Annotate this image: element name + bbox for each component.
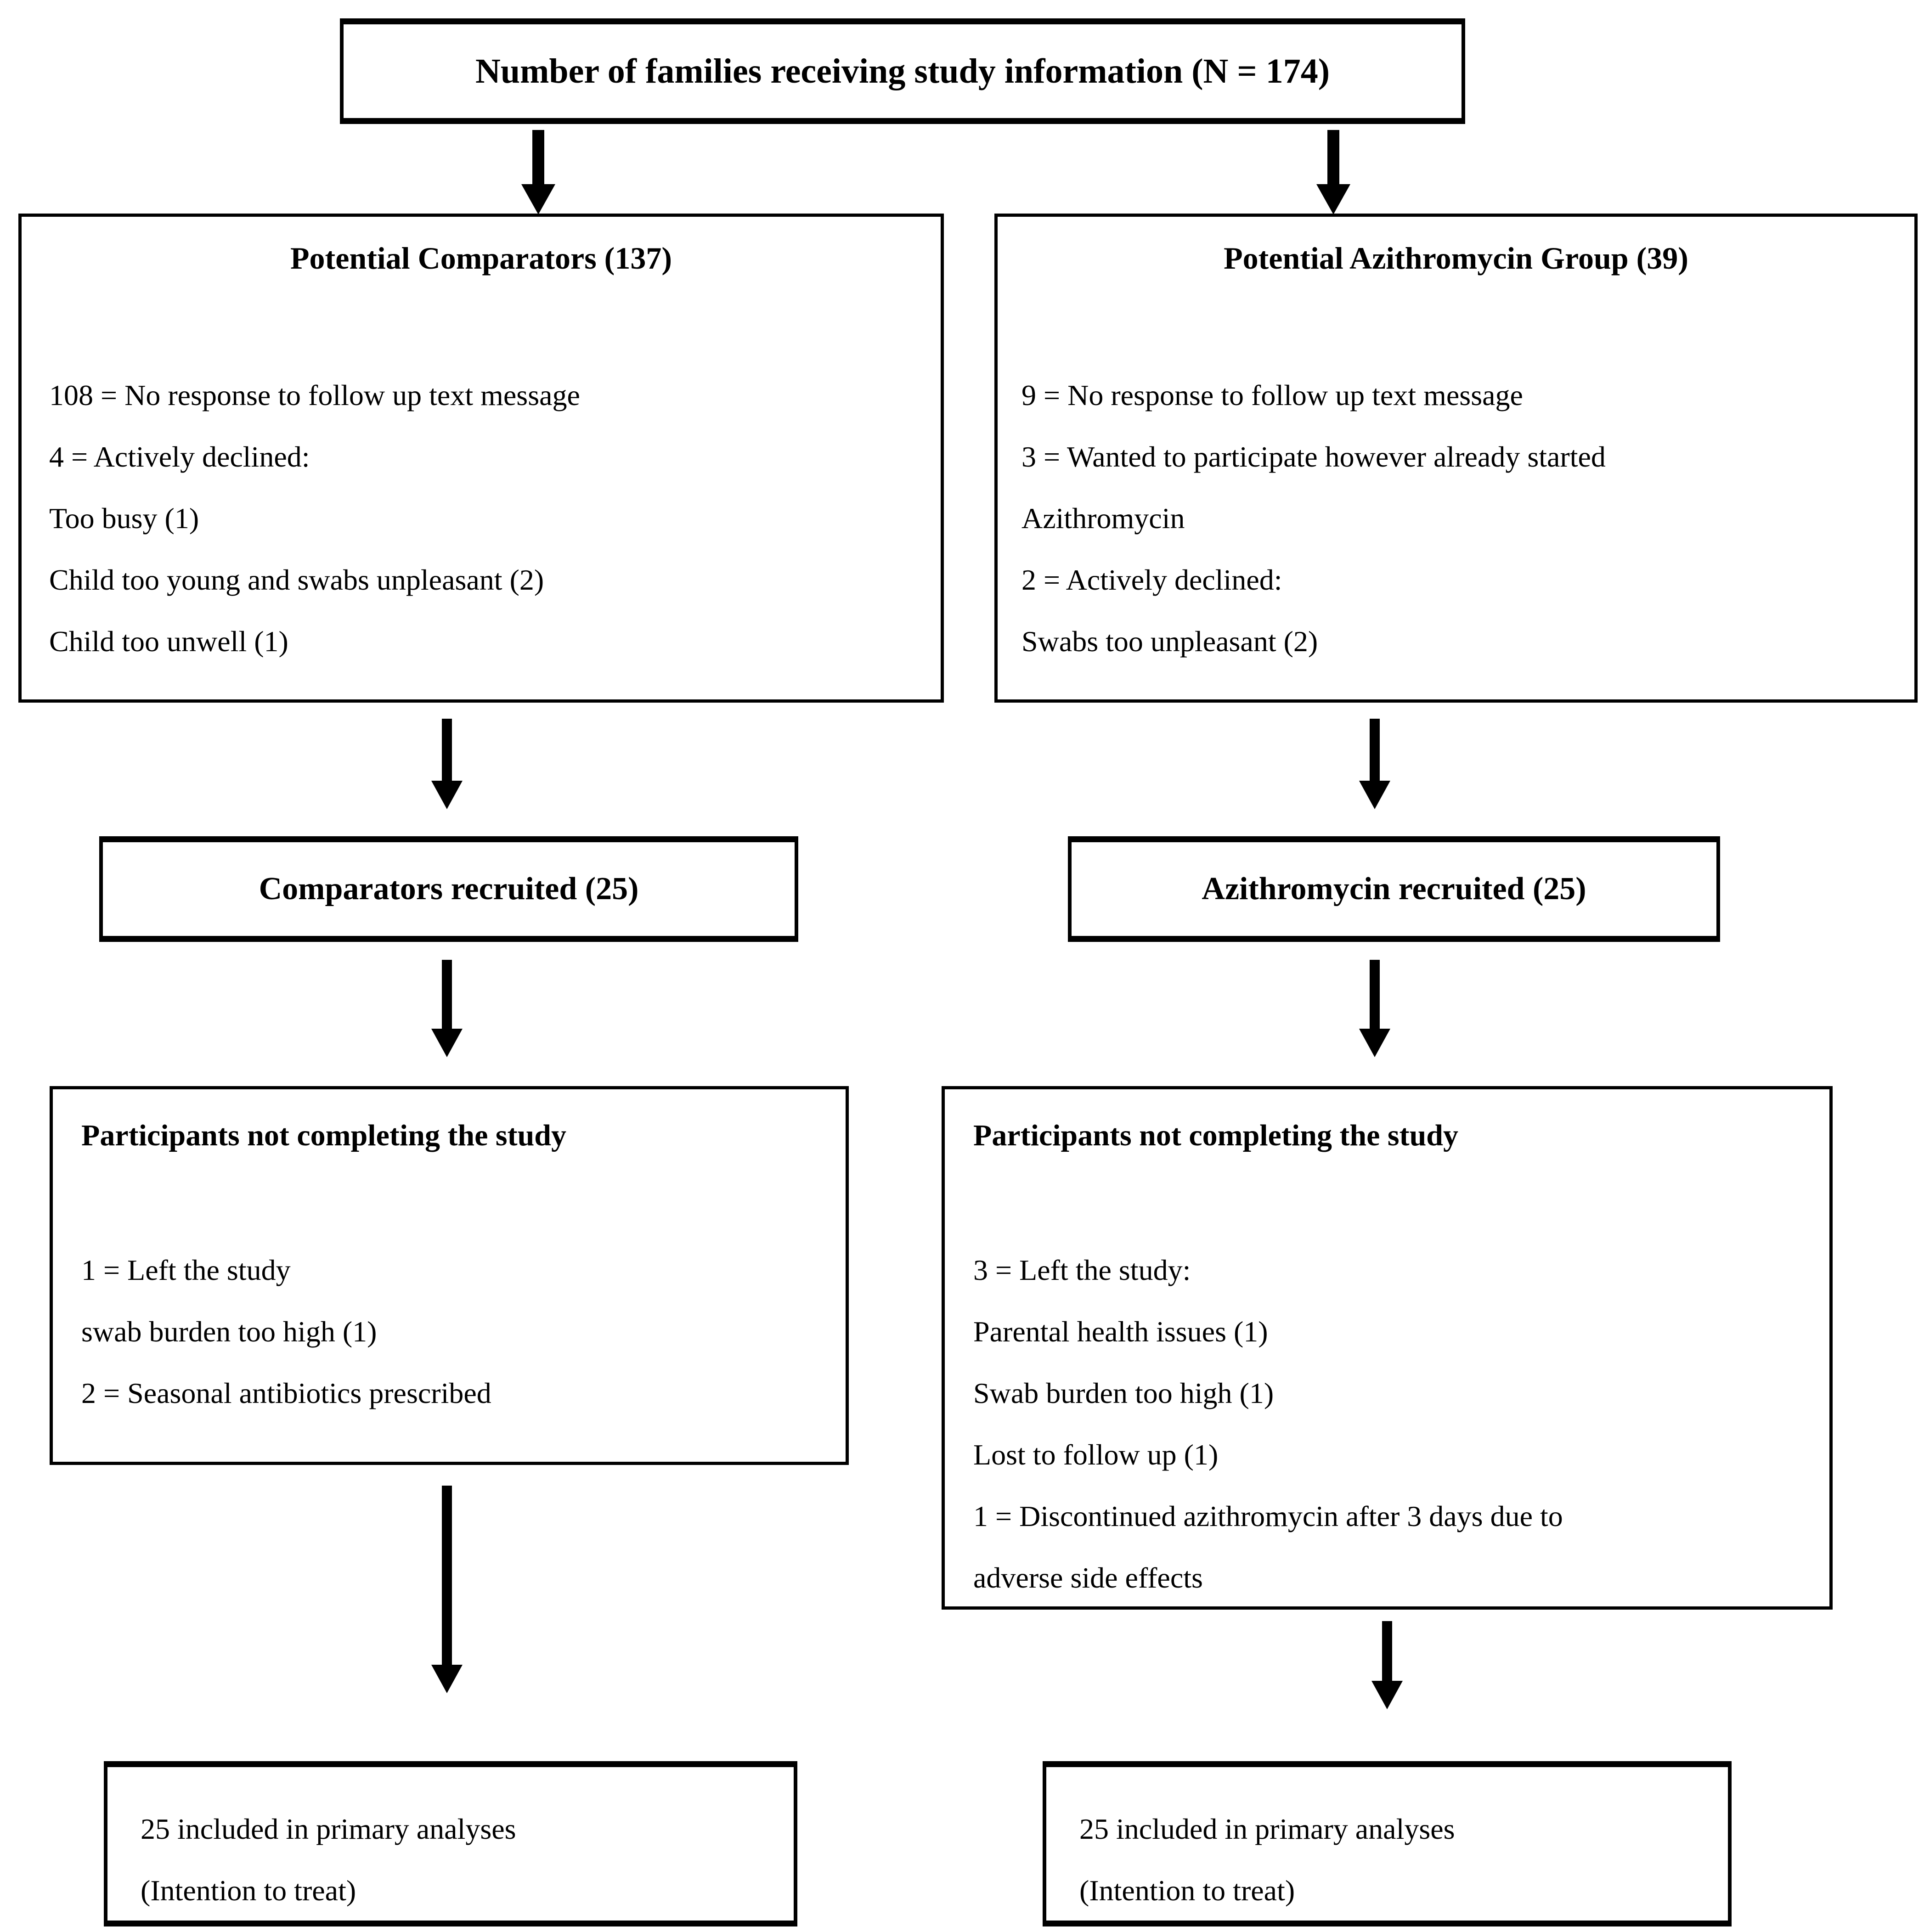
detail-line: 25 included in primary analyses: [141, 1813, 516, 1845]
comparators-analysis-details: 25 included in primary analyses (Intenti…: [107, 1767, 794, 1921]
azithromycin-analysis-details: 25 included in primary analyses (Intenti…: [1046, 1767, 1728, 1921]
detail-line: 1 = Discontinued azithromycin after 3 da…: [973, 1500, 1563, 1532]
detail-line: Lost to follow up (1): [973, 1438, 1219, 1471]
families-informed-box: Number of families receiving study infor…: [340, 18, 1465, 124]
arrow-head: [1316, 184, 1350, 214]
detail-line: 108 = No response to follow up text mess…: [49, 379, 580, 411]
arrow-head: [1359, 781, 1390, 809]
comparators-dropout-box: Participants not completing the study 1 …: [50, 1086, 849, 1465]
potential-azithromycin-box: Potential Azithromycin Group (39) 9 = No…: [994, 214, 1918, 703]
down-arrow-comparators-recruited: [415, 719, 479, 809]
potential-azithromycin-details: 9 = No response to follow up text messag…: [998, 365, 1914, 672]
detail-line: 9 = No response to follow up text messag…: [1021, 379, 1523, 411]
down-arrow-azithromycin-dropout: [1343, 960, 1407, 1057]
detail-line: (Intention to treat): [1079, 1874, 1295, 1907]
comparators-dropout-details: 1 = Left the study swab burden too high …: [53, 1239, 846, 1424]
arrow-shaft: [442, 1486, 452, 1665]
comparators-recruited-label: Comparators recruited (25): [259, 871, 639, 907]
potential-comparators-title: Potential Comparators (137): [290, 241, 672, 276]
comparators-recruited-box: Comparators recruited (25): [99, 836, 798, 942]
arrow-head: [1371, 1681, 1403, 1709]
detail-line: Child too young and swabs unpleasant (2): [49, 563, 544, 596]
arrow-shaft: [442, 960, 452, 1029]
detail-line: 2 = Seasonal antibiotics prescribed: [81, 1377, 491, 1409]
detail-line: 25 included in primary analyses: [1079, 1813, 1455, 1845]
detail-line: Swabs too unpleasant (2): [1021, 625, 1318, 658]
down-arrow-top-to-comparators: [506, 130, 570, 214]
arrow-shaft: [1370, 719, 1380, 781]
detail-line: swab burden too high (1): [81, 1315, 377, 1348]
azithromycin-dropout-title: Participants not completing the study: [973, 1119, 1458, 1152]
arrow-shaft: [442, 719, 452, 781]
families-informed-label: Number of families receiving study infor…: [475, 51, 1330, 90]
arrow-head: [521, 184, 555, 214]
arrow-shaft: [1382, 1621, 1392, 1681]
detail-line: 2 = Actively declined:: [1021, 563, 1282, 596]
detail-line: Too busy (1): [49, 502, 199, 535]
detail-line: adverse side effects: [973, 1561, 1203, 1594]
azithromycin-recruited-label: Azithromycin recruited (25): [1202, 871, 1586, 907]
potential-comparators-box: Potential Comparators (137) 108 = No res…: [18, 214, 944, 703]
detail-line: 4 = Actively declined:: [49, 440, 310, 473]
comparators-dropout-title: Participants not completing the study: [81, 1119, 566, 1152]
down-arrow-azithromycin-recruited: [1343, 719, 1407, 809]
detail-line: (Intention to treat): [141, 1874, 356, 1907]
down-arrow-top-to-azithromycin: [1301, 130, 1366, 214]
arrow-shaft: [1327, 130, 1339, 184]
potential-azithromycin-title: Potential Azithromycin Group (39): [1224, 241, 1688, 276]
arrow-head: [431, 1665, 463, 1693]
detail-line: Azithromycin: [1021, 502, 1185, 535]
azithromycin-dropout-details: 3 = Left the study: Parental health issu…: [945, 1239, 1829, 1609]
detail-line: Parental health issues (1): [973, 1315, 1268, 1348]
detail-line: 3 = Left the study:: [973, 1254, 1191, 1286]
arrow-shaft: [1370, 960, 1380, 1029]
azithromycin-analysis-box: 25 included in primary analyses (Intenti…: [1043, 1761, 1732, 1926]
down-arrow-azithromycin-final: [1355, 1621, 1419, 1709]
azithromycin-dropout-box: Participants not completing the study 3 …: [942, 1086, 1833, 1610]
detail-line: 3 = Wanted to participate however alread…: [1021, 440, 1606, 473]
potential-comparators-details: 108 = No response to follow up text mess…: [22, 365, 941, 672]
detail-line: Swab burden too high (1): [973, 1377, 1274, 1409]
comparators-analysis-box: 25 included in primary analyses (Intenti…: [104, 1761, 797, 1926]
arrow-head: [431, 781, 463, 809]
arrow-head: [1359, 1029, 1390, 1057]
arrow-head: [431, 1029, 463, 1057]
down-arrow-comparators-final: [415, 1486, 479, 1693]
down-arrow-comparators-dropout: [415, 960, 479, 1057]
detail-line: Child too unwell (1): [49, 625, 288, 658]
azithromycin-recruited-box: Azithromycin recruited (25): [1068, 836, 1720, 942]
detail-line: 1 = Left the study: [81, 1254, 291, 1286]
arrow-shaft: [532, 130, 544, 184]
